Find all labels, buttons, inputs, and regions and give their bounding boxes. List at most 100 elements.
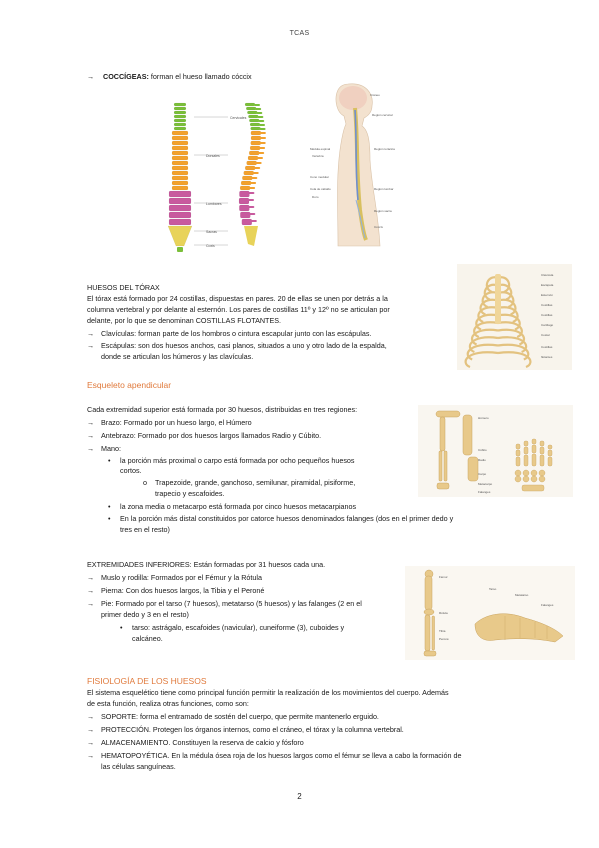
torax-bullet-1: →Clavículas: forman parte de los hombros… bbox=[87, 329, 372, 338]
bullet-icon: • bbox=[120, 623, 123, 632]
inferiores-heading: EXTREMIDADES INFERIORES: Están formadas … bbox=[87, 560, 326, 569]
brazo-item: →Brazo: Formado por un hueso largo, el H… bbox=[87, 418, 252, 427]
svg-text:Radio: Radio bbox=[478, 458, 486, 462]
arrow-icon: → bbox=[87, 418, 95, 427]
circle-bullet-icon: o bbox=[143, 478, 147, 487]
svg-text:Costal: Costal bbox=[541, 333, 550, 337]
tarso-item: •tarso: astrágalo, escafoides (navicular… bbox=[120, 623, 345, 632]
arrow-icon: → bbox=[87, 329, 95, 338]
svg-text:Esternón: Esternón bbox=[541, 293, 553, 297]
coccigeas-line: → COCCÍGEAS: forman el hueso llamado cóc… bbox=[87, 72, 252, 82]
arrow-icon: → bbox=[87, 738, 95, 747]
metacarpo-item: •la zona media o metacarpo está formada … bbox=[108, 502, 357, 511]
fisiologia-intro-1: El sistema esquelético tiene como princi… bbox=[87, 688, 449, 697]
spine-label-coccyx: Coxis bbox=[206, 244, 215, 248]
svg-text:Falanges: Falanges bbox=[478, 490, 491, 494]
spinal-cord-illustration: Cráneo Región cervical Médula espinal Vé… bbox=[310, 83, 395, 247]
hematopoyetica-item-cont: las células sanguíneas. bbox=[101, 762, 176, 771]
svg-text:Escápula: Escápula bbox=[541, 283, 554, 287]
svg-text:Falanges: Falanges bbox=[541, 603, 554, 607]
arrow-icon: → bbox=[87, 599, 95, 608]
body-label-1: Región cervical bbox=[372, 113, 393, 117]
svg-text:Peroné: Peroné bbox=[439, 637, 449, 641]
svg-text:Tarso: Tarso bbox=[489, 587, 497, 591]
body-label-0: Cráneo bbox=[370, 93, 380, 97]
svg-text:Costillas: Costillas bbox=[541, 345, 553, 349]
arrow-icon: → bbox=[87, 573, 95, 582]
page-header: TCAS bbox=[289, 30, 310, 37]
spine-label-cervical: Cervicales bbox=[230, 116, 247, 120]
body-label-4: Región torácica bbox=[374, 147, 395, 151]
svg-text:Cartílago: Cartílago bbox=[541, 323, 554, 327]
fisiologia-heading: FISIOLOGÍA DE LOS HUESOS bbox=[87, 676, 207, 686]
muslo-item: →Muslo y rodilla: Formados por el Fémur … bbox=[87, 573, 262, 582]
torax-line-3: delante, por lo que se denominan COSTILL… bbox=[87, 316, 282, 325]
spine-side-view bbox=[238, 102, 266, 246]
falanges-item: •En la porción más distal constituidos p… bbox=[108, 514, 454, 523]
arrow-icon: → bbox=[87, 712, 95, 721]
body-label-10: Cóccix bbox=[374, 225, 384, 229]
coccigeas-text: forman el hueso llamado cóccix bbox=[148, 72, 252, 81]
svg-text:Costillas: Costillas bbox=[541, 303, 553, 307]
spine-illustration: Cervicales Dorsales Lumbares Sacras Coxi… bbox=[167, 102, 266, 252]
body-label-2: Médula espinal bbox=[310, 147, 331, 151]
coccigeas-label: COCCÍGEAS: bbox=[103, 72, 149, 81]
torax-line-1: El tórax está formado por 24 costillas, … bbox=[87, 294, 388, 303]
proteccion-item: →PROTECCIÓN. Protegen los órganos intern… bbox=[87, 725, 404, 734]
pierna-item: →Pierna: Con dos huesos largos, la Tibia… bbox=[87, 586, 265, 595]
arrow-icon: → bbox=[87, 341, 95, 350]
tarso-item-cont: calcáneo. bbox=[132, 634, 163, 643]
arrow-icon: → bbox=[87, 586, 95, 595]
body-label-5: Cono medular bbox=[310, 175, 329, 179]
svg-text:Metacarpo: Metacarpo bbox=[478, 482, 493, 486]
bullet-icon: • bbox=[108, 502, 111, 511]
svg-text:Fémur: Fémur bbox=[439, 575, 448, 579]
torax-heading: HUESOS DEL TÓRAX bbox=[87, 283, 160, 292]
soporte-item: →SOPORTE: forma el entramado de sostén d… bbox=[87, 712, 379, 721]
svg-text:Rótula: Rótula bbox=[439, 611, 448, 615]
body-label-8: Región lumbar bbox=[374, 187, 394, 191]
spine-label-lumbar: Lumbares bbox=[206, 202, 222, 206]
svg-text:Metatarso: Metatarso bbox=[515, 593, 529, 597]
page-number: 2 bbox=[297, 792, 302, 801]
svg-text:Costillas: Costillas bbox=[541, 313, 553, 317]
bullet-icon: • bbox=[108, 456, 111, 465]
torax-line-2: columna vertebral y por delante al ester… bbox=[87, 305, 390, 314]
arrow-icon: → bbox=[87, 725, 95, 734]
arrow-icon: → bbox=[87, 72, 95, 81]
svg-text:Húmero: Húmero bbox=[478, 416, 489, 420]
spine-label-sacral: Sacras bbox=[206, 230, 217, 234]
fisiologia-intro-2: de esta función, realiza otras funciones… bbox=[87, 699, 249, 708]
svg-text:Clavícula: Clavícula bbox=[541, 273, 554, 277]
svg-text:Cúbito: Cúbito bbox=[478, 448, 487, 452]
carpo-item-cont: cortos. bbox=[120, 466, 142, 475]
body-label-9: Región sacra bbox=[374, 209, 392, 213]
arrow-icon: → bbox=[87, 431, 95, 440]
pie-item: →Pie: Formado por el tarso (7 huesos), m… bbox=[87, 599, 362, 608]
carpo-item: •la porción más proximal o carpo está fo… bbox=[108, 456, 355, 465]
spine-label-thoracic: Dorsales bbox=[206, 154, 220, 158]
body-label-3: Vértebra bbox=[312, 154, 324, 158]
carpo-bones-cont: trapecio y escafoides. bbox=[155, 489, 225, 498]
arrow-icon: → bbox=[87, 751, 95, 760]
mano-item: →Mano: bbox=[87, 444, 121, 453]
svg-text:Carpo: Carpo bbox=[478, 472, 487, 476]
falanges-item-cont: tres en el resto) bbox=[120, 525, 170, 534]
torax-bullet-2: →Escápulas: son dos huesos anchos, casi … bbox=[87, 341, 387, 350]
arrow-icon: → bbox=[87, 444, 95, 453]
torax-bullet-2-cont: donde se articulan los húmeros y las cla… bbox=[101, 352, 254, 361]
spine-front-view bbox=[167, 102, 193, 252]
hematopoyetica-item: →HEMATOPOYÉTICA. En la médula ósea roja … bbox=[87, 751, 462, 760]
body-label-6: Cola de caballo bbox=[310, 187, 331, 191]
pie-item-cont: primer dedo y 3 en el resto) bbox=[101, 610, 189, 619]
bullet-icon: • bbox=[108, 514, 111, 523]
antebrazo-item: →Antebrazo: Formado por dos huesos largo… bbox=[87, 431, 322, 440]
body-label-7: Duro bbox=[312, 195, 319, 199]
svg-text:Tibia: Tibia bbox=[439, 629, 446, 633]
svg-text:flotantes: flotantes bbox=[541, 355, 553, 359]
apendicular-intro: Cada extremidad superior está formada po… bbox=[87, 405, 358, 414]
